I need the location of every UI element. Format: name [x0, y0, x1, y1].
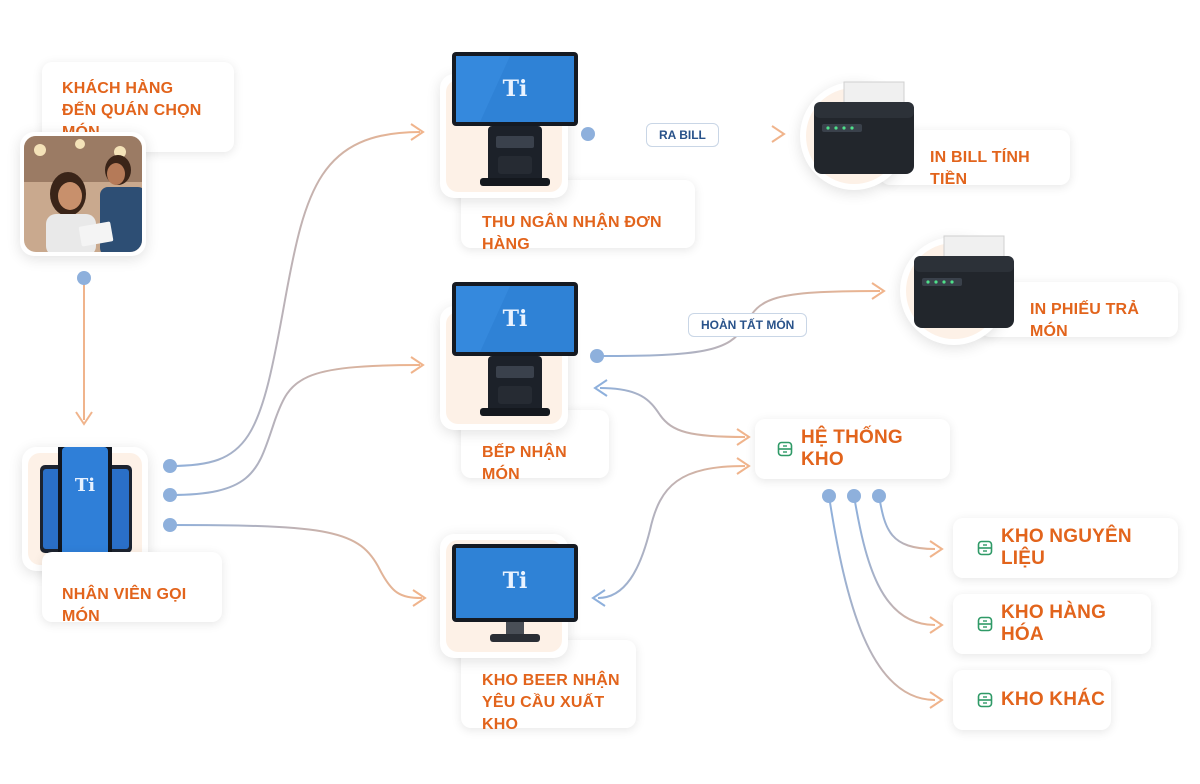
beer-label-line1: KHO BEER NHẬN: [482, 672, 620, 689]
arrowhead: [736, 457, 751, 475]
arrowhead: [871, 282, 886, 300]
customer-label-line1: KHÁCH HÀNG: [62, 80, 174, 97]
smartphones-icon: Ti: [40, 447, 132, 563]
arrow-beer-warehouse: [597, 465, 746, 599]
beer-label-line2: YÊU CẦU XUẤT KHO: [482, 694, 605, 733]
arrowhead: [412, 589, 427, 607]
database-icon: [977, 692, 993, 708]
cashier-label: THU NGÂN NHẬN ĐƠN HÀNG: [482, 214, 662, 253]
wh-other-card: KHO KHÁC: [953, 670, 1111, 730]
dot-warehouse-2: [847, 489, 861, 503]
beer-label-card: KHO BEER NHẬN YÊU CẦU XUẤT KHO: [461, 640, 636, 733]
arrowhead: [410, 356, 425, 374]
database-icon: [977, 540, 993, 556]
receipt-printer-icon: [814, 81, 914, 174]
database-icon: [777, 441, 793, 457]
pos-terminal-icon: Ti: [452, 52, 578, 186]
edge-label-hoan-tat-mon: HOÀN TẤT MÓN: [688, 313, 808, 337]
arrowhead: [736, 428, 751, 446]
arrowhead: [591, 589, 606, 607]
dot-kitchen: [590, 349, 604, 363]
arrow-waiter-beer: [169, 524, 423, 599]
beer-label: KHO BEER NHẬN YÊU CẦU XUẤT KHO: [482, 670, 636, 736]
wh-other-label: KHO KHÁC: [1001, 689, 1105, 710]
dot-cashier: [581, 127, 595, 141]
svg-text:Ti: Ti: [503, 568, 528, 594]
svg-text:Ti: Ti: [503, 76, 528, 102]
warehouse-system-card: HỆ THỐNG KHO: [755, 419, 950, 479]
arrowhead: [593, 379, 608, 397]
waiter-device: Ti: [22, 447, 148, 571]
wh-goods-card: KHO HÀNG HÓA: [953, 594, 1151, 654]
wh-materials-label: KHO NGUYÊN LIỆU: [1001, 526, 1132, 569]
arrow-warehouse-goods: [853, 495, 936, 626]
bill-printer-label: IN BILL TÍNH TIỀN: [930, 149, 1030, 188]
wh-materials-card: KHO NGUYÊN LIỆU: [953, 518, 1178, 578]
arrowhead: [929, 691, 944, 709]
dot-warehouse-1: [822, 489, 836, 503]
dot-waiter-3: [163, 518, 177, 532]
arrow-waiter-cashier: [169, 131, 421, 467]
arrow-warehouse-materials: [878, 495, 936, 550]
arrowhead: [410, 123, 425, 141]
dot-warehouse-3: [872, 489, 886, 503]
waiter-label-card: NHÂN VIÊN GỌI MÓN: [42, 552, 222, 625]
pos-terminal-icon: Ti: [452, 282, 578, 416]
arrowhead: [929, 540, 944, 558]
wh-goods-label: KHO HÀNG HÓA: [1001, 602, 1107, 645]
customer-photo: [20, 132, 146, 256]
dot-waiter-2: [163, 488, 177, 502]
arrow-kitchen-warehouse: [599, 387, 746, 438]
arrow-warehouse-other: [828, 495, 936, 701]
edge-label-ra-bill: RA BILL: [646, 123, 719, 147]
monitor-icon: Ti: [452, 544, 578, 642]
kitchen-label: BẾP NHẬN MÓN: [482, 444, 567, 483]
arrowhead: [75, 411, 93, 426]
customer-photo-icon: [24, 136, 142, 252]
svg-text:Ti: Ti: [75, 475, 95, 496]
return-printer-label-card: IN PHIẾU TRẢ MÓN: [980, 282, 1178, 340]
dot-waiter-1: [163, 459, 177, 473]
waiter-label: NHÂN VIÊN GỌI MÓN: [62, 586, 187, 625]
receipt-printer-icon: [914, 235, 1014, 328]
arrowhead: [771, 125, 786, 143]
svg-text:Ti: Ti: [503, 306, 528, 332]
warehouse-system-label: HỆ THỐNG KHO: [801, 427, 903, 470]
database-icon: [977, 616, 993, 632]
return-printer-label: IN PHIẾU TRẢ MÓN: [1030, 301, 1140, 340]
dot-customer: [77, 271, 91, 285]
arrowhead: [929, 616, 944, 634]
arrow-waiter-kitchen: [169, 364, 421, 496]
